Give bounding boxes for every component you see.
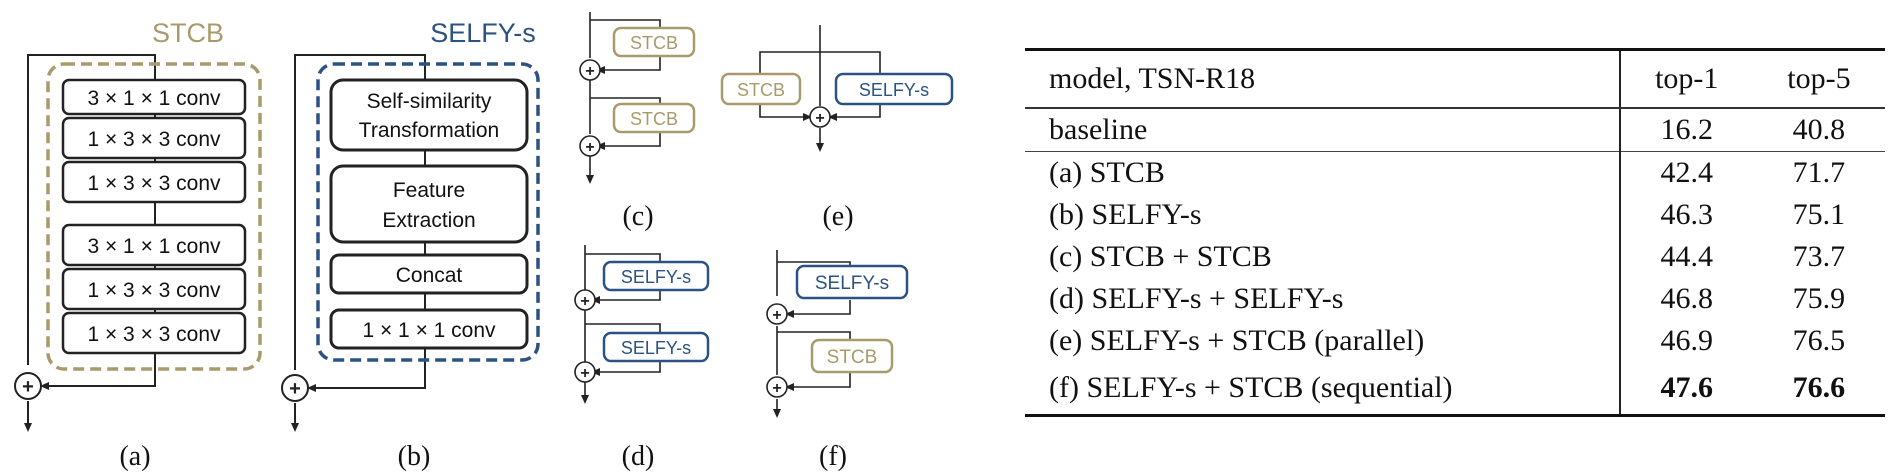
panel-c-plus-1: + bbox=[585, 63, 594, 80]
concat-block bbox=[329, 253, 529, 295]
panel-f bbox=[766, 250, 851, 418]
panel-f-stcb-label: STCB bbox=[827, 347, 878, 368]
cell-top1: 47.6 bbox=[1618, 362, 1753, 417]
cell-top5: 75.1 bbox=[1792, 198, 1846, 231]
panel-b-plus: + bbox=[289, 378, 301, 400]
pointwise-conv-block bbox=[329, 308, 529, 350]
panel-d-selfy-2-label: SELFY-s bbox=[621, 338, 691, 358]
panel-b-title: SELFY-s bbox=[430, 18, 536, 48]
cell-model: (a) STCB bbox=[1049, 156, 1165, 189]
table-header-row: model, TSN-R18 top-1 top-5 bbox=[1025, 48, 1885, 109]
panel-b bbox=[281, 54, 426, 432]
conv-layer-2-label: 1 × 3 × 3 conv bbox=[87, 128, 221, 151]
panel-c-stcb-1 bbox=[612, 26, 696, 58]
conv-layer-3 bbox=[61, 160, 247, 204]
self-similarity-line1: Self-similarity bbox=[367, 90, 492, 113]
panel-b-caption: (b) bbox=[398, 441, 431, 472]
panel-f-caption: (f) bbox=[819, 441, 847, 472]
table-row: (e) SELFY-s + STCB (parallel) 46.9 76.5 bbox=[1025, 320, 1885, 362]
panel-c-stcb-2 bbox=[612, 102, 696, 134]
cell-top1: 42.4 bbox=[1618, 151, 1753, 194]
concat-label: Concat bbox=[396, 264, 463, 287]
conv-layer-1-label: 3 × 1 × 1 conv bbox=[87, 87, 221, 110]
conv-layer-4 bbox=[61, 223, 247, 267]
table-row-baseline: baseline 16.2 40.8 bbox=[1025, 108, 1885, 152]
cell-top5: 75.9 bbox=[1792, 282, 1846, 315]
table-row: (b) SELFY-s 46.3 75.1 bbox=[1025, 194, 1885, 236]
stcb-dashed-frame bbox=[46, 62, 262, 371]
panel-a-caption: (a) bbox=[119, 441, 150, 472]
panel-c-plus-2: + bbox=[585, 139, 594, 156]
panel-d bbox=[574, 245, 661, 404]
selfy-dashed-frame bbox=[316, 62, 540, 362]
feature-extraction-line2: Extraction bbox=[382, 209, 475, 232]
conv-layer-6 bbox=[61, 311, 247, 355]
panel-c-stcb-1-label: STCB bbox=[630, 33, 678, 53]
panel-f-plus-2: + bbox=[772, 380, 781, 397]
table-row-best: (f) SELFY-s + STCB (sequential) 47.6 76.… bbox=[1025, 362, 1885, 417]
cell-top1: 46.8 bbox=[1618, 278, 1753, 320]
panel-d-caption: (d) bbox=[622, 441, 655, 472]
conv-layer-3-label: 1 × 3 × 3 conv bbox=[87, 172, 221, 195]
panel-f-selfy bbox=[795, 264, 909, 300]
conv-layer-5-label: 1 × 3 × 3 conv bbox=[87, 279, 221, 302]
header-top1: top-1 bbox=[1618, 48, 1753, 109]
cell-model: (f) SELFY-s + STCB (sequential) bbox=[1025, 362, 1620, 417]
table-row: (a) STCB 42.4 71.7 bbox=[1025, 151, 1885, 194]
conv-layer-1 bbox=[61, 78, 247, 116]
panel-f-selfy-label: SELFY-s bbox=[815, 273, 889, 294]
panel-e-stcb-label: STCB bbox=[737, 80, 785, 100]
panel-f-stcb bbox=[810, 338, 894, 374]
panel-c-stcb-2-label: STCB bbox=[630, 109, 678, 129]
panel-c-caption: (c) bbox=[622, 201, 653, 232]
pointwise-conv-label: 1 × 1 × 1 conv bbox=[362, 319, 496, 342]
conv-layer-4-label: 3 × 1 × 1 conv bbox=[87, 235, 221, 258]
cell-top1: 46.9 bbox=[1618, 320, 1753, 362]
panel-f-plus-1: + bbox=[772, 307, 781, 324]
cell-top1: 44.4 bbox=[1618, 236, 1753, 278]
panel-e-selfy-label: SELFY-s bbox=[859, 80, 929, 100]
header-model: model, TSN-R18 bbox=[1025, 48, 1620, 109]
cell-top5: 40.8 bbox=[1752, 108, 1885, 152]
cell-top5: 71.7 bbox=[1792, 156, 1846, 189]
cell-model: (c) STCB + STCB bbox=[1049, 240, 1272, 273]
results-table: model, TSN-R18 top-1 top-5 baseline 16.2… bbox=[1025, 48, 1885, 417]
cell-model: (d) SELFY-s + SELFY-s bbox=[1049, 282, 1344, 315]
panel-e-selfy bbox=[834, 72, 954, 106]
panel-d-selfy-1 bbox=[602, 260, 710, 292]
panel-d-selfy-2 bbox=[602, 331, 710, 363]
table-row: (c) STCB + STCB 44.4 73.7 bbox=[1025, 236, 1885, 278]
panel-e bbox=[759, 25, 881, 152]
self-similarity-line2: Transformation bbox=[359, 119, 499, 142]
cell-model: (e) SELFY-s + STCB (parallel) bbox=[1049, 324, 1425, 357]
header-top5: top-5 bbox=[1752, 48, 1885, 109]
panel-c bbox=[579, 12, 661, 184]
results-table-container: model, TSN-R18 top-1 top-5 baseline 16.2… bbox=[1025, 48, 1885, 417]
panel-a-plus: + bbox=[22, 376, 34, 398]
conv-layer-2 bbox=[61, 116, 247, 160]
panel-a-title: STCB bbox=[152, 18, 224, 48]
panel-d-plus-2: + bbox=[580, 365, 589, 382]
panel-e-caption: (e) bbox=[822, 201, 853, 232]
cell-model: baseline bbox=[1025, 108, 1620, 152]
panel-d-selfy-1-label: SELFY-s bbox=[621, 267, 691, 287]
cell-top5: 73.7 bbox=[1792, 240, 1846, 273]
panel-d-plus-1: + bbox=[580, 293, 589, 310]
cell-top1: 16.2 bbox=[1618, 108, 1753, 152]
table-row: (d) SELFY-s + SELFY-s 46.8 75.9 bbox=[1025, 278, 1885, 320]
panel-e-plus: + bbox=[815, 110, 824, 127]
cell-top5: 76.5 bbox=[1792, 324, 1846, 357]
cell-top1: 46.3 bbox=[1618, 194, 1753, 236]
cell-model: (b) SELFY-s bbox=[1049, 198, 1202, 231]
conv-layer-6-label: 1 × 3 × 3 conv bbox=[87, 323, 221, 346]
self-similarity-block bbox=[329, 78, 529, 152]
feature-extraction-block bbox=[329, 164, 529, 244]
feature-extraction-line1: Feature bbox=[393, 179, 465, 202]
cell-top5: 76.6 bbox=[1752, 362, 1885, 417]
panel-e-stcb bbox=[720, 72, 802, 106]
conv-layer-5 bbox=[61, 267, 247, 311]
